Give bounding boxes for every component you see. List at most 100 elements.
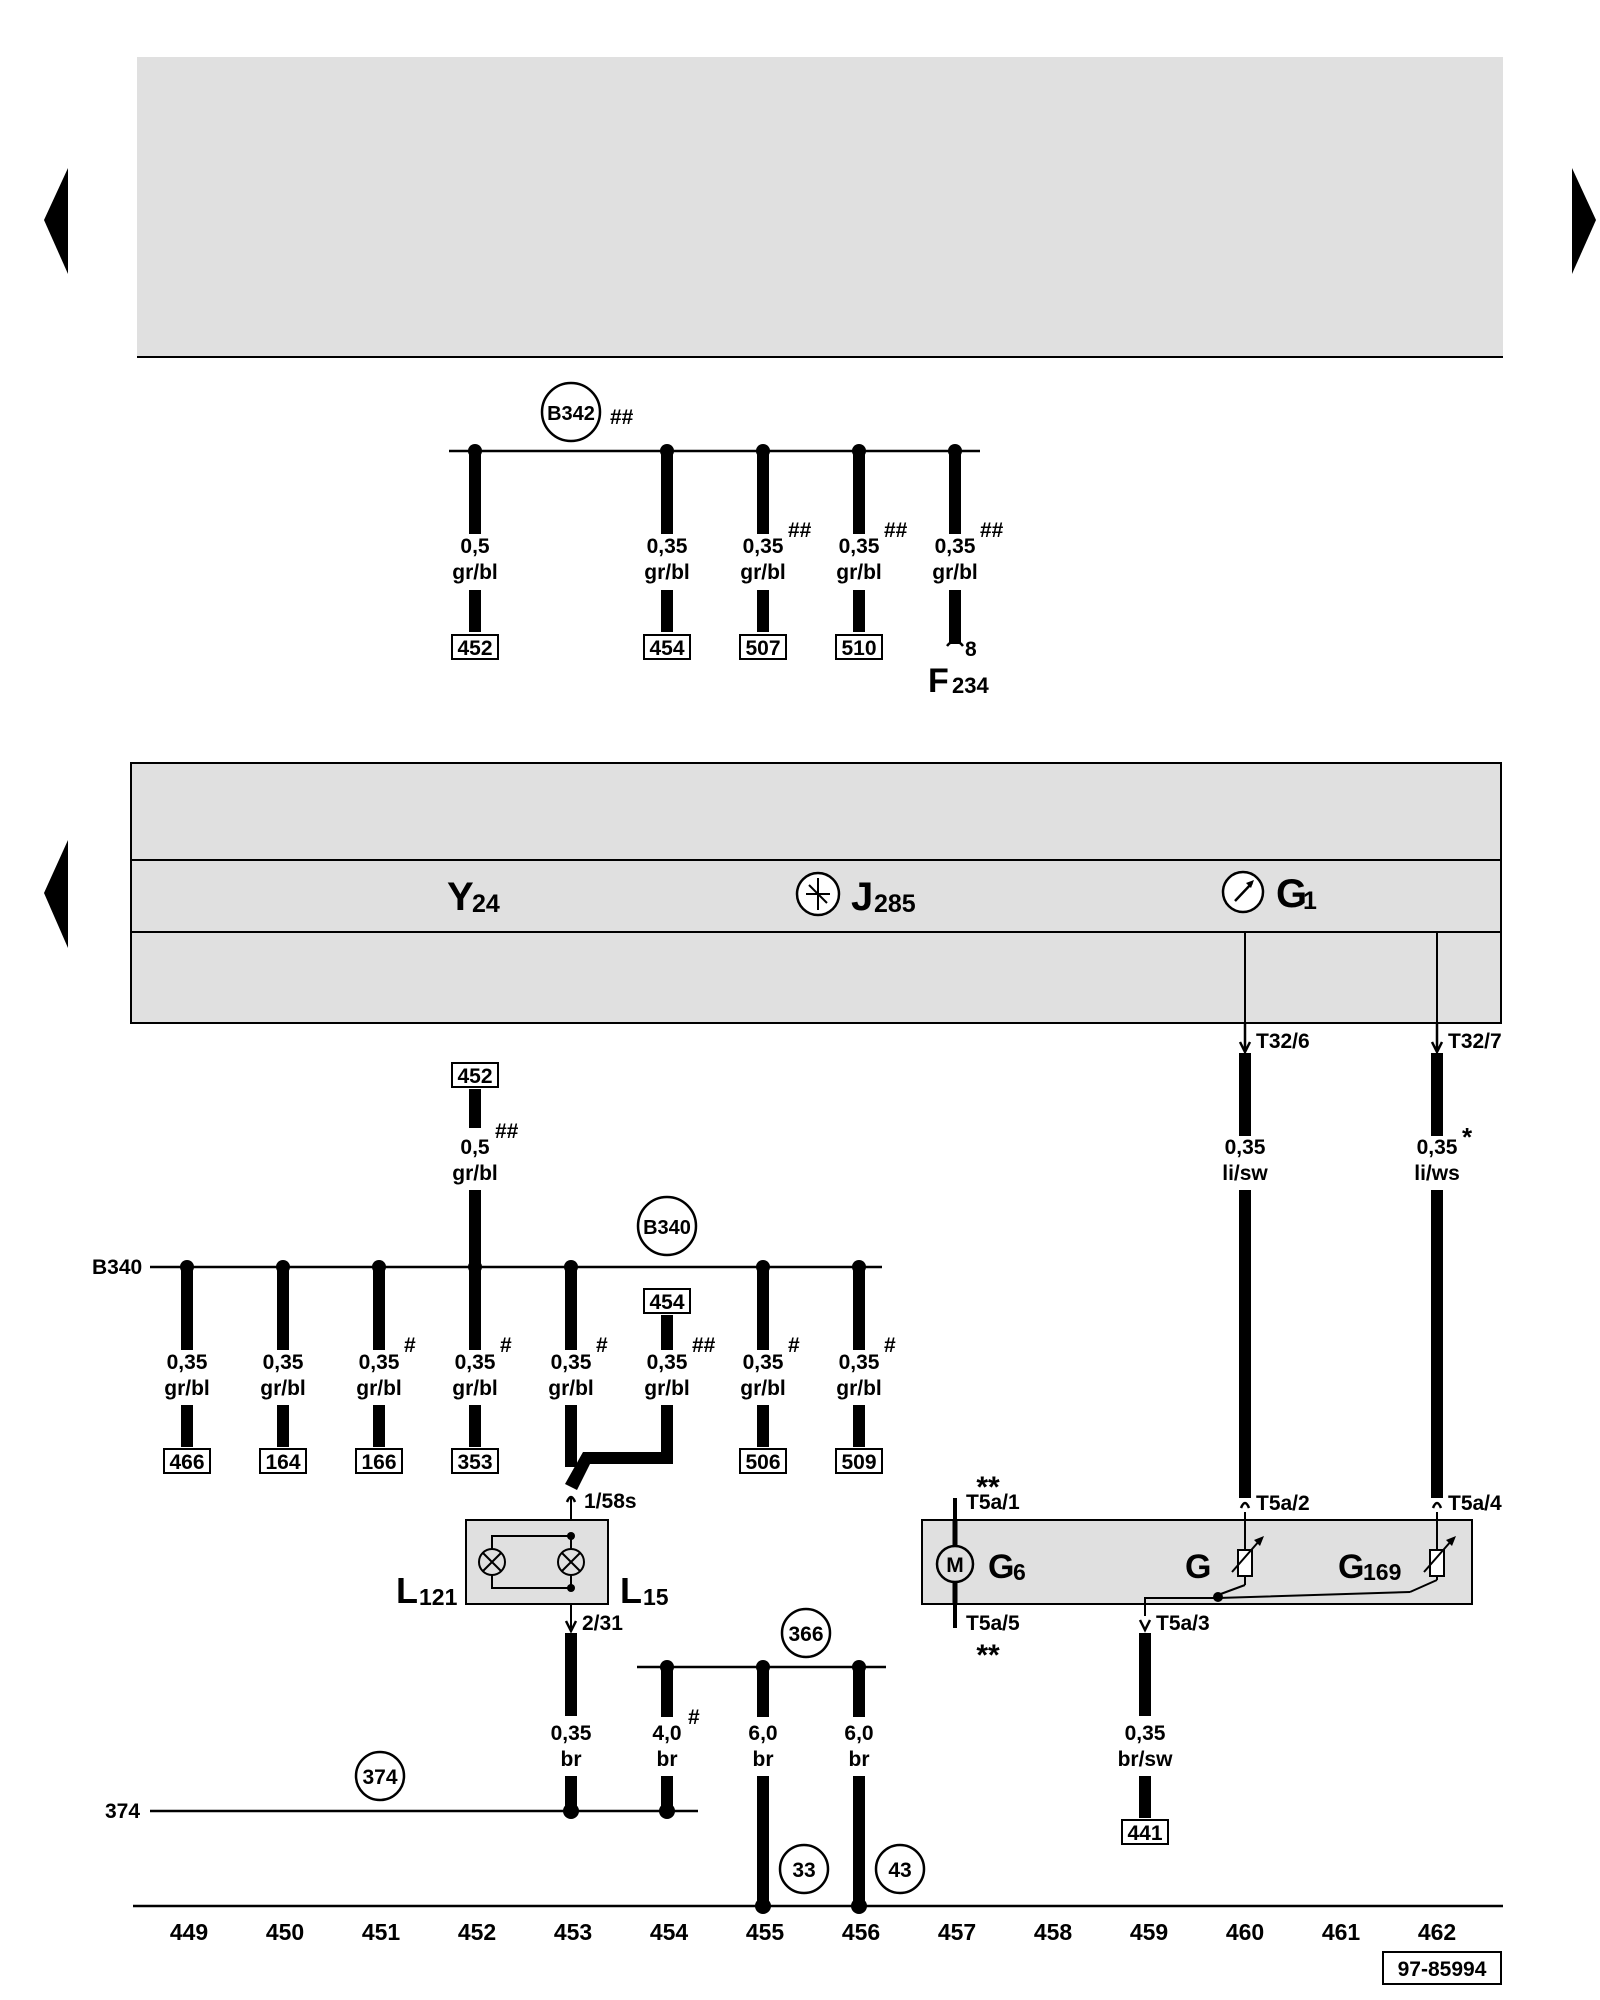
wire-454-mark: # — [688, 1706, 700, 1729]
f234-main: F — [928, 662, 949, 700]
b340-wire-7-size: 0,35 — [743, 1351, 784, 1374]
b340-feed-mark: ## — [495, 1120, 519, 1143]
b340-wire-7-color: gr/bl — [740, 1377, 786, 1400]
right-wires: T32/6 0,35 li/sw T32/7 0,35 * li/ws — [1222, 1023, 1502, 1498]
j285-sub: 285 — [874, 890, 916, 918]
top-wire-3-size: 0,35 — [743, 535, 784, 558]
j285-main: J — [851, 875, 873, 919]
column-number: 459 — [1130, 1919, 1168, 1945]
pin-t5a-4: T5a/4 — [1448, 1492, 1502, 1515]
lamp-l121-icon — [478, 1548, 506, 1576]
g169-sub: 169 — [1363, 1559, 1401, 1585]
top-wire-1-size: 0,5 — [460, 535, 490, 558]
lamp-l15-icon — [557, 1548, 585, 1576]
top-wire-1-ref: 452 — [457, 637, 492, 660]
b340-wire-7-ref: 506 — [745, 1451, 780, 1474]
ground-374-label: 374 — [362, 1766, 397, 1789]
sender-g-resistor-icon — [1217, 1512, 1264, 1596]
wire-453-size: 0,35 — [551, 1722, 592, 1745]
wire-459-ref: 441 — [1127, 1822, 1162, 1845]
l121-sub: 121 — [419, 1584, 458, 1610]
b340-wire-6-top-ref: 454 — [649, 1291, 684, 1314]
column-number: 460 — [1226, 1919, 1264, 1945]
top-wire-1-color: gr/bl — [452, 561, 498, 584]
top-panel — [137, 57, 1503, 357]
wire-456-size: 6,0 — [844, 1722, 873, 1745]
top-bus-b342: B342 ## 0,5 gr/bl 452 0,35 gr/bl 454 0,3… — [449, 381, 1004, 700]
pin-t32-6: T32/6 — [1256, 1030, 1310, 1053]
l121-main: L — [396, 1570, 418, 1611]
instrument-panel: Y 24 J 285 G 1 — [130, 762, 1502, 1024]
wire-456-color: br — [849, 1748, 870, 1771]
b340-wire-5-color: gr/bl — [548, 1377, 594, 1400]
g169-main: G — [1338, 1548, 1364, 1586]
column-number: 461 — [1322, 1919, 1361, 1945]
top-wire-5-mark: ## — [980, 519, 1004, 542]
wire-459-color: br/sw — [1118, 1748, 1174, 1771]
sender-g169-resistor-icon — [1409, 1512, 1456, 1593]
g-main: G — [1185, 1548, 1211, 1586]
top-wire-3-mark: ## — [788, 519, 812, 542]
column-number: 450 — [266, 1919, 304, 1945]
b340-wire-7-mark: # — [788, 1334, 800, 1357]
ground-33-label: 33 — [792, 1859, 815, 1882]
wire-453-color: br — [561, 1748, 582, 1771]
top-wire-5-size: 0,35 — [935, 535, 976, 558]
b340-wire-3-color: gr/bl — [356, 1377, 402, 1400]
b340-wire-6-color: gr/bl — [644, 1377, 690, 1400]
document-id: 97-85994 — [1398, 1958, 1487, 1981]
b340-wire-8-color: gr/bl — [836, 1377, 882, 1400]
b340-wire-3-ref: 166 — [361, 1451, 396, 1474]
connector-b342-mark: ## — [610, 406, 634, 429]
b340-wire-8-size: 0,35 — [839, 1351, 880, 1374]
pin-t5a-1: T5a/1 — [966, 1491, 1020, 1514]
next-page-arrow-top[interactable] — [1572, 168, 1596, 274]
top-wire-4-color: gr/bl — [836, 561, 882, 584]
l15-sub: 15 — [643, 1584, 669, 1610]
b340-side-label: B340 — [92, 1256, 142, 1279]
column-number: 453 — [554, 1919, 592, 1945]
prev-page-arrow-bottom[interactable] — [44, 840, 68, 948]
right-wire-1-size: 0,35 — [1225, 1136, 1266, 1159]
b340-feed-size: 0,5 — [460, 1136, 490, 1159]
b340-wire-5-size: 0,35 — [551, 1351, 592, 1374]
j285-icon — [795, 871, 841, 917]
l15-main: L — [620, 1570, 642, 1611]
fuel-sender-unit: ** T5a/1 M G 6 G G 169 — [921, 1471, 1502, 1845]
right-wire-2-color: li/ws — [1414, 1162, 1460, 1185]
pin-t5a-3: T5a/3 — [1156, 1612, 1210, 1635]
column-number: 449 — [170, 1919, 208, 1945]
top-wire-2-ref: 454 — [649, 637, 684, 660]
b340-wire-1-ref: 466 — [169, 1451, 204, 1474]
prev-page-arrow-top[interactable] — [44, 168, 68, 274]
motor-icon: M — [935, 1520, 975, 1604]
g1-main: G — [1276, 872, 1307, 916]
b340-wire-3-mark: # — [404, 1334, 416, 1357]
column-number: 458 — [1034, 1919, 1073, 1945]
wire-459-size: 0,35 — [1125, 1722, 1166, 1745]
column-number: 462 — [1418, 1919, 1456, 1945]
y24-main: Y — [447, 875, 474, 919]
connector-b340-circle — [636, 1195, 698, 1257]
pin-t5a-2: T5a/2 — [1256, 1492, 1310, 1515]
top-wire-4-mark: ## — [884, 519, 908, 542]
top-wire-3-color: gr/bl — [740, 561, 786, 584]
b340-bus: B340 B340 452 0,5 ## gr/bl 0,35 gr/bl 46… — [92, 1062, 896, 1490]
right-wire-1-color: li/sw — [1222, 1162, 1268, 1185]
pin-t32-7: T32/7 — [1448, 1030, 1502, 1053]
lamp-pin-top: 1/58s — [584, 1490, 637, 1513]
b340-wire-8-mark: # — [884, 1334, 896, 1357]
column-number: 452 — [458, 1919, 496, 1945]
ground-374-circle — [354, 1750, 406, 1802]
g1-gauge-icon — [1221, 870, 1265, 914]
ground-43-label: 43 — [888, 1859, 911, 1882]
b340-wire-6-size: 0,35 — [647, 1351, 688, 1374]
b340-wire-1-size: 0,35 — [167, 1351, 208, 1374]
lamp-block: 1/58s L 121 L 15 2/31 — [396, 1490, 669, 1716]
right-wire-2-size: 0,35 — [1417, 1136, 1458, 1159]
wire-454-color: br — [657, 1748, 678, 1771]
column-number: 451 — [362, 1919, 401, 1945]
column-numbers: 449 450 451 452 453 454 455 456 457 458 … — [170, 1919, 1456, 1945]
connector-b342-label: B342 — [547, 403, 595, 425]
